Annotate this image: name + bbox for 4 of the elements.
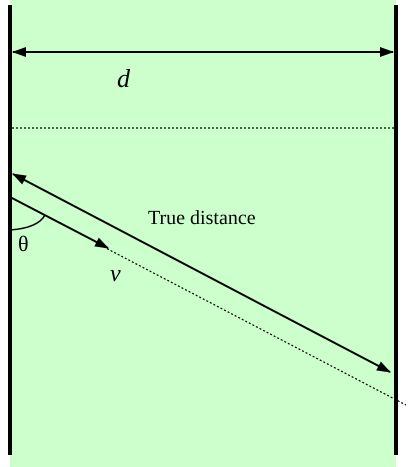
angle-label: θ <box>18 233 29 255</box>
velocity-label: v <box>110 262 121 286</box>
distance-label: True distance <box>148 208 256 228</box>
distance-label: d <box>117 66 130 92</box>
